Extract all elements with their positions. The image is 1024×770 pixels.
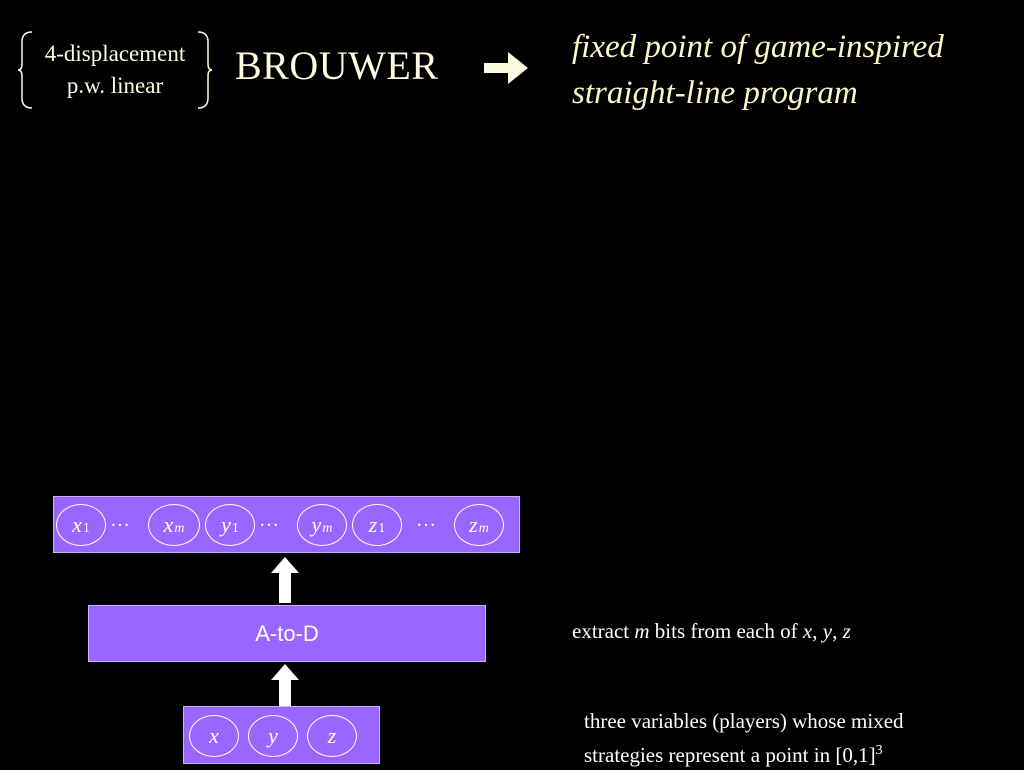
variables-box: x y z	[183, 706, 380, 764]
variables-caption-line-2: strategies represent a point in [0,1]3	[584, 743, 883, 767]
brace-icon	[18, 31, 212, 109]
up-arrow-icon	[271, 557, 299, 603]
result-text: fixed point of game-inspired straight-li…	[572, 24, 944, 116]
result-line-1: fixed point of game-inspired	[572, 29, 944, 65]
brace-line-2: p.w. linear	[66, 73, 164, 98]
piecewise-linear-label: 4-displacement p.w. linear	[18, 30, 212, 110]
node-x: x	[189, 715, 239, 757]
node-y: y	[248, 715, 298, 757]
ellipsis-y: …	[259, 509, 279, 531]
up-arrow-icon	[271, 664, 299, 706]
atod-box: A-to-D	[88, 605, 486, 662]
brace-line-1: 4-displacement	[44, 41, 186, 66]
node-z: z	[307, 715, 357, 757]
ellipsis-z: …	[416, 509, 436, 531]
variables-caption-line-1: three variables (players) whose mixed	[584, 709, 904, 733]
right-arrow-icon	[482, 48, 530, 93]
extract-caption: extract m bits from each of x, y, z	[572, 619, 851, 643]
brouwer-title: BROUWER	[235, 43, 439, 88]
ellipsis-x: …	[110, 509, 130, 531]
result-line-2: straight-line program	[572, 75, 858, 111]
variables-caption: three variables (players) whose mixed st…	[584, 706, 904, 770]
atod-label: A-to-D	[255, 620, 319, 646]
